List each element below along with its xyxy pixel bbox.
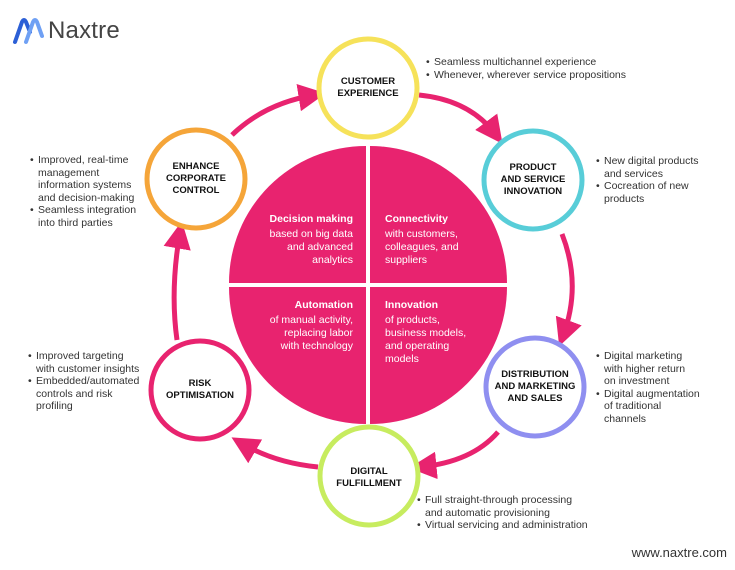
list-item: Digital marketing with higher return on … <box>596 350 726 388</box>
node-customer-experience-ring <box>316 36 420 140</box>
arrow-fulfillment-to-risk <box>231 437 319 470</box>
node-customer-experience: CUSTOMER EXPERIENCE <box>337 76 399 99</box>
node-product-service-ring <box>481 128 585 232</box>
node-product-service: PRODUCT AND SERVICE INNOVATION <box>500 162 566 197</box>
list-item: Embedded/automated controls and risk pro… <box>28 375 168 413</box>
cycle-arrows <box>163 84 582 480</box>
center-decision-making: Decision making based on big data and ad… <box>245 213 354 267</box>
node-digital-fulfillment: DIGITAL FULFILLMENT <box>336 466 402 489</box>
bullets-risk: Improved targeting with customer insight… <box>28 350 168 413</box>
list-item: New digital products and services <box>596 155 726 180</box>
arrow-control-to-customer <box>230 84 326 137</box>
node-corporate-control: ENHANCE CORPORATE CONTROL <box>166 161 226 196</box>
automation-text: of manual activity, replacing labor with… <box>269 314 353 352</box>
bullets-corporate-control: Improved, real-time management informati… <box>30 154 160 229</box>
innovation-text: of products, business models, and operat… <box>385 314 467 365</box>
connectivity-text: with customers, colleagues, and supplier… <box>385 228 459 266</box>
list-item: Whenever, wherever service propositions <box>426 69 666 82</box>
arrow-customer-to-product <box>418 92 503 144</box>
decision-title: Decision making <box>269 213 353 225</box>
list-item: Full straight-through processing and aut… <box>417 494 637 519</box>
arrow-distribution-to-fulfillment <box>409 430 500 480</box>
center-automation: Automation of manual activity, replacing… <box>243 299 353 353</box>
quadrant-decision-making <box>229 146 366 283</box>
list-item: Improved targeting with customer insight… <box>28 350 168 375</box>
connectivity-title: Connectivity <box>385 213 449 225</box>
quadrant-connectivity <box>370 146 507 283</box>
node-risk: RISK OPTIMISATION <box>166 378 234 401</box>
list-item: Improved, real-time management informati… <box>30 154 160 204</box>
innovation-title: Innovation <box>385 299 439 311</box>
bullets-product-service: New digital products and services Cocrea… <box>596 155 726 205</box>
quadrant-innovation <box>370 287 507 424</box>
center-connectivity: Connectivity with customers, colleagues,… <box>385 213 495 267</box>
list-item: Virtual servicing and administration <box>417 519 637 532</box>
list-item: Digital augmentation of traditional chan… <box>596 388 726 426</box>
naxtre-logo-icon <box>13 18 44 44</box>
brand-logo[interactable]: Naxtre <box>12 14 120 48</box>
quadrant-automation <box>229 287 366 424</box>
list-item: Cocreation of new products <box>596 180 726 205</box>
arrow-risk-to-control <box>163 221 191 341</box>
bullets-digital-fulfillment: Full straight-through processing and aut… <box>417 494 637 532</box>
list-item: Seamless integration into third parties <box>30 204 160 229</box>
automation-title: Automation <box>294 299 353 311</box>
arrow-product-to-distribution <box>555 233 582 347</box>
center-circle <box>229 146 507 424</box>
bullets-distribution: Digital marketing with higher return on … <box>596 350 726 425</box>
center-innovation: Innovation of products, business models,… <box>385 299 495 366</box>
node-distribution-ring <box>483 335 587 439</box>
list-item: Seamless multichannel experience <box>426 56 666 69</box>
brand-name: Naxtre <box>48 17 120 44</box>
node-distribution: DISTRIBUTION AND MARKETING AND SALES <box>494 369 576 404</box>
bullets-customer-experience: Seamless multichannel experience Wheneve… <box>426 56 666 81</box>
node-digital-fulfillment-ring <box>317 424 421 528</box>
decision-text: based on big data and advanced analytics <box>269 228 354 266</box>
footer-url[interactable]: www.naxtre.com <box>631 545 727 560</box>
